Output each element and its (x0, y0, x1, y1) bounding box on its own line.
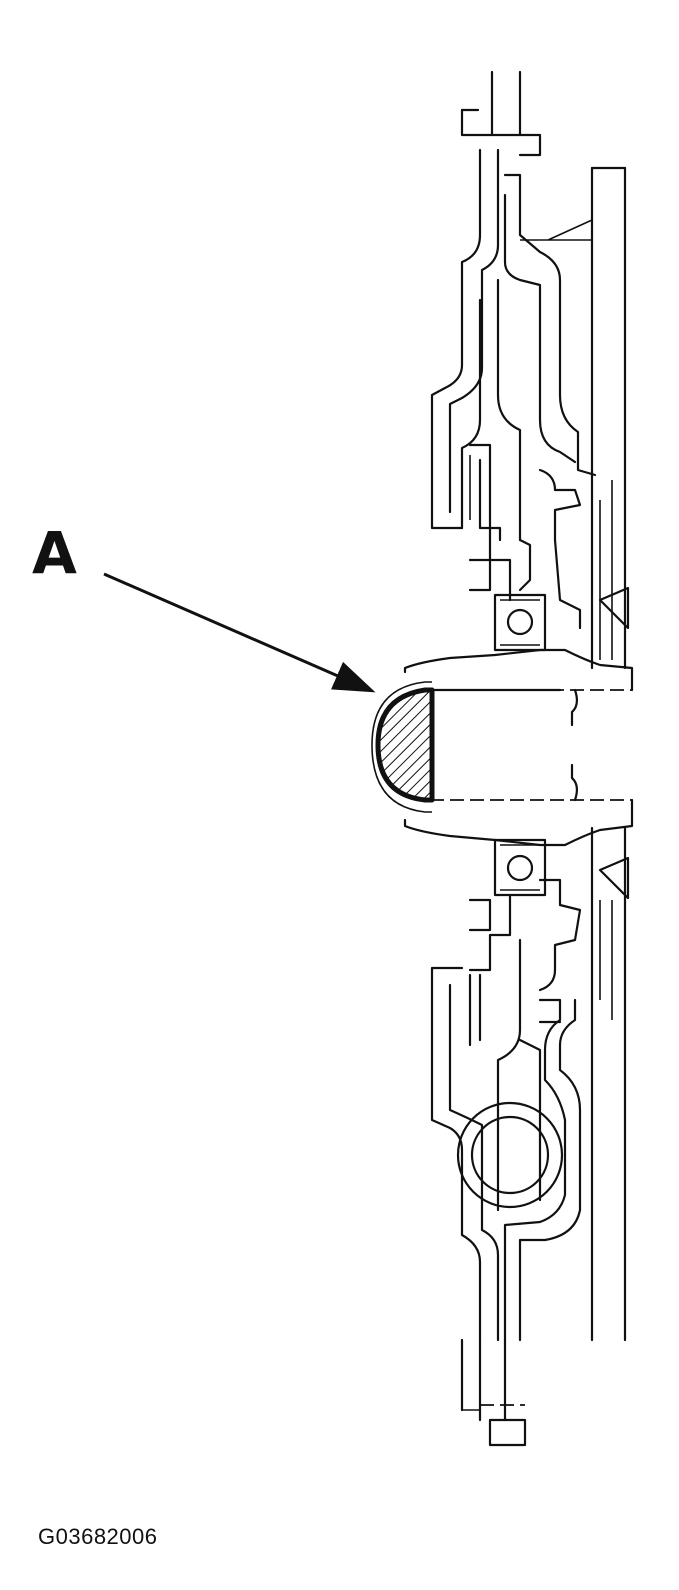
lower-ball-bearing (493, 838, 547, 897)
center-shaft (403, 648, 634, 847)
upper-housing (430, 70, 630, 670)
callout-arrow (103, 572, 376, 693)
figure-id: G03682006 (38, 1524, 158, 1549)
lower-housing (430, 826, 630, 1447)
oil-seal (371, 681, 435, 813)
upper-ball-bearing (493, 593, 547, 652)
callout-label-a: A (32, 519, 77, 587)
